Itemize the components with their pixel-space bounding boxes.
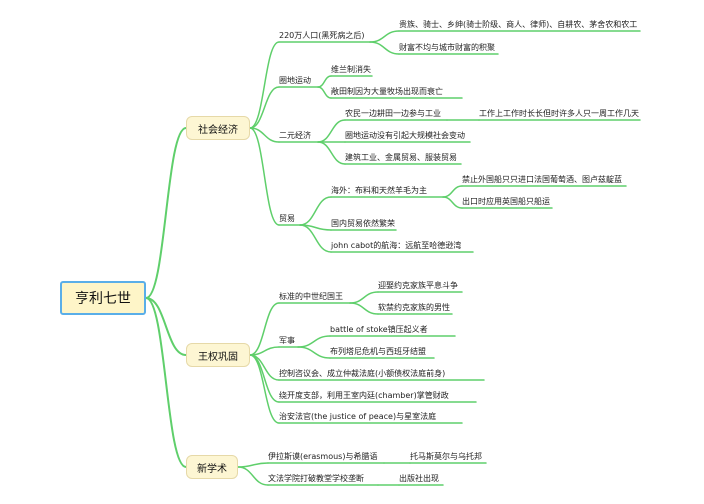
- connector: [297, 346, 331, 359]
- branch-new-learning[interactable]: 新学术: [186, 455, 238, 479]
- connector: [349, 302, 379, 315]
- connector: [317, 75, 332, 88]
- connector: [317, 86, 332, 99]
- node-brittany-crisis[interactable]: 布列塔尼危机与西班牙结盟: [330, 347, 426, 356]
- node-dual-economy[interactable]: 二元经济: [279, 131, 311, 140]
- connector: [297, 335, 331, 348]
- node-confine-york[interactable]: 软禁约克家族的男性: [378, 303, 450, 312]
- node-no-upheaval[interactable]: 圈地运动没有引起大规模社会变动: [345, 131, 465, 140]
- node-grammar-schools[interactable]: 文法学院打破教堂学校垄断: [268, 474, 364, 483]
- connector: [145, 297, 187, 356]
- connector: [317, 119, 346, 143]
- node-social-classes[interactable]: 贵族、骑士、乡绅(骑士阶级、商人、律师)、自耕农、茅舍农和农工: [399, 20, 638, 29]
- node-chamber[interactable]: 绕开度支部，利用王室内廷(chamber)掌管财政: [279, 391, 449, 400]
- node-trade[interactable]: 贸易: [279, 214, 295, 223]
- connector: [349, 291, 379, 304]
- connector: [237, 462, 269, 468]
- connector: [249, 354, 280, 424]
- node-justice-peace[interactable]: 治安法官(the justice of peace)与星室法庭: [279, 412, 437, 421]
- connector: [369, 41, 400, 55]
- root-node[interactable]: 亨利七世: [60, 281, 146, 315]
- connector: [442, 196, 463, 209]
- node-battle-stoke[interactable]: battle of stoke镇压起义者: [330, 325, 428, 334]
- node-trades[interactable]: 建筑工业、金属贸易、服装贸易: [345, 153, 457, 162]
- connector: [237, 466, 269, 486]
- node-thomas-more[interactable]: 托马斯莫尔与乌托邦: [410, 452, 482, 461]
- node-work-hours[interactable]: 工作上工作时长长但时许多人只一周工作几天: [479, 109, 639, 118]
- connector: [249, 302, 280, 356]
- node-population[interactable]: 220万人口(黑死病之后): [279, 31, 365, 40]
- connector: [299, 224, 332, 253]
- node-medieval-king[interactable]: 标准的中世纪国王: [279, 292, 343, 301]
- connector: [317, 141, 346, 165]
- node-council[interactable]: 控制咨议会、成立仲裁法庭(小额债权法庭前身): [279, 369, 446, 378]
- connector: [145, 127, 187, 299]
- connector: [249, 127, 280, 143]
- node-ban-foreign-ships[interactable]: 禁止外国船只只进口法国葡萄酒、图卢兹靛蓝: [462, 175, 622, 184]
- branch-royal-power[interactable]: 王权巩固: [186, 343, 250, 367]
- connector: [299, 196, 332, 226]
- node-printing[interactable]: 出版社出现: [399, 474, 439, 483]
- node-overseas[interactable]: 海外：布料和天然羊毛为主: [331, 186, 427, 195]
- connector: [369, 30, 400, 43]
- connector: [442, 185, 463, 198]
- node-erasmus[interactable]: 伊拉斯谟(erasmous)与希腊语: [268, 452, 378, 461]
- connector: [145, 297, 187, 468]
- node-english-ships[interactable]: 出口时应用英国船只船运: [462, 197, 550, 206]
- node-villeinage[interactable]: 维兰制消失: [331, 65, 371, 74]
- node-military[interactable]: 军事: [279, 336, 295, 345]
- node-john-cabot[interactable]: john cabot的航海：远航至哈德逊湾: [331, 241, 462, 250]
- node-open-field[interactable]: 敞田制因为大量牧场出现而衰亡: [331, 87, 443, 96]
- connector: [249, 86, 280, 129]
- node-marry-york[interactable]: 迎娶约克家族平息斗争: [378, 281, 458, 290]
- node-wealth-inequality[interactable]: 财富不均与城市财富的积聚: [399, 43, 495, 52]
- connector: [249, 127, 280, 226]
- connector: [249, 41, 280, 129]
- node-farm-industry[interactable]: 农民一边耕田一边参与工业: [345, 109, 441, 118]
- branch-social-economy[interactable]: 社会经济: [186, 116, 250, 140]
- node-domestic-trade[interactable]: 国内贸易依然繁荣: [331, 219, 395, 228]
- node-enclosure[interactable]: 圈地运动: [279, 76, 311, 85]
